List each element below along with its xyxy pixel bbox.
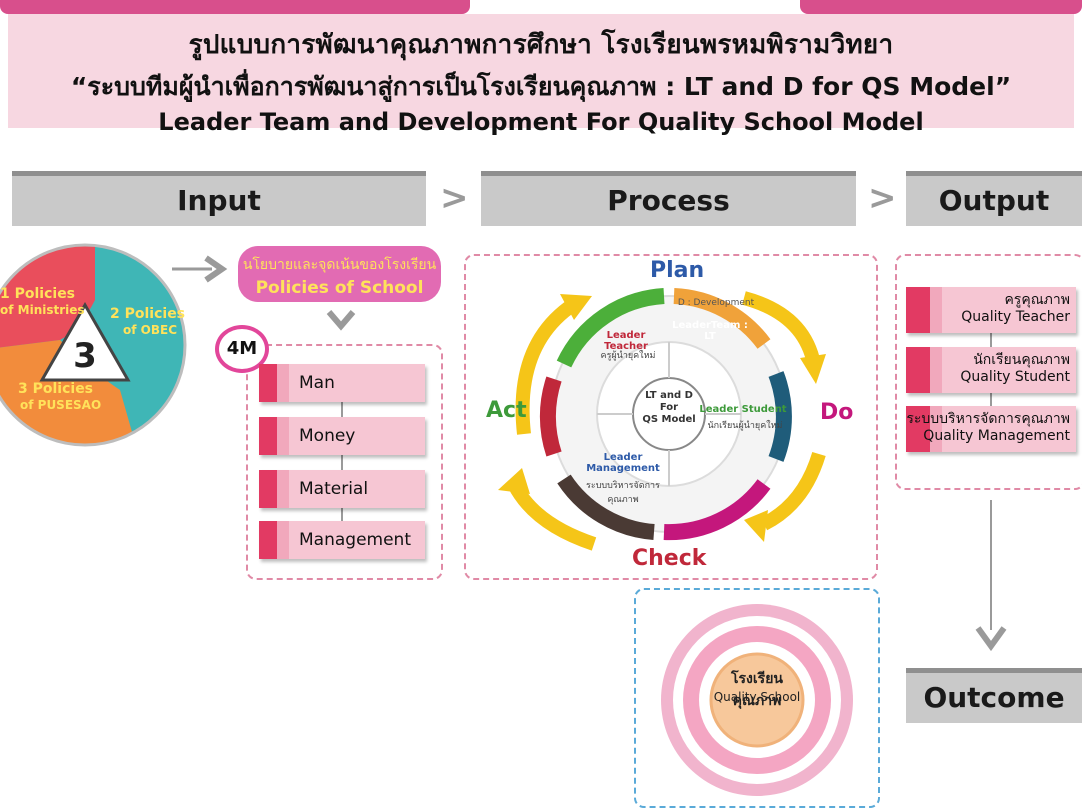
title-line-3: Leader Team and Development For Quality … (158, 108, 924, 136)
act-label: Act (486, 398, 527, 423)
four-m-box (246, 344, 443, 580)
chevron-right-icon: > (868, 178, 897, 218)
four-m-item-label: Management (299, 530, 411, 550)
school-policy-pill: นโยบายและจุดเน้นของโรงเรียน Policies of … (238, 246, 441, 302)
title-line-2: “ระบบทีมผู้นำเพื่อการพัฒนาสู่การเป็นโรงเ… (70, 72, 1012, 101)
pdca-cycle-diagram (498, 288, 826, 551)
school-policy-english: Policies of School (255, 278, 424, 298)
check-label: Check (632, 546, 707, 571)
leader-student-thai: นักเรียนผู้นำยุคใหม่ (707, 421, 783, 431)
center-line: LT and D (645, 390, 693, 401)
output-item-english: Quality Student (960, 369, 1070, 385)
header-accent-right (800, 0, 1082, 14)
output-item: นักเรียนคุณภาพ Quality Student (906, 347, 1076, 393)
four-m-item: Money (259, 417, 425, 455)
outcome-thai: โรงเรียนคุณภาพ (731, 671, 783, 709)
output-item-english: Quality Teacher (961, 309, 1070, 325)
center-line: QS Model (642, 414, 696, 425)
input-banner: Input (12, 171, 426, 226)
leader-teacher-label: Leader Teacher (604, 330, 648, 352)
header-accent-left (0, 0, 470, 14)
chevron-down-icon (975, 626, 1007, 652)
leader-student-label: Leader Student (699, 404, 787, 415)
policy-3-sub: of PUSESAO (20, 398, 101, 412)
policy-2-title: 2 Policies (110, 306, 185, 322)
outcome-connector (990, 500, 992, 630)
do-label: Do (820, 400, 854, 425)
outcome-english: Quality School (713, 690, 801, 704)
quality-school-rings (661, 604, 853, 796)
title-line-1: รูปแบบการพัฒนาคุณภาพการศึกษา โรงเรียนพรห… (188, 30, 894, 60)
chevron-down-icon (326, 310, 356, 331)
four-m-item: Man (259, 364, 425, 402)
output-item: ครูคุณภาพ Quality Teacher (906, 287, 1076, 333)
policy-1-sub: of Ministries (0, 303, 85, 317)
process-banner: Process (481, 171, 856, 226)
arrow-right-icon (172, 255, 228, 283)
outcome-box (634, 588, 880, 808)
plan-label: Plan (650, 258, 705, 283)
title-box: รูปแบบการพัฒนาคุณภาพการศึกษา โรงเรียนพรห… (8, 14, 1074, 136)
school-policy-thai: นโยบายและจุดเน้นของโรงเรียน (242, 257, 437, 273)
output-item: ระบบบริหารจัดการคุณภาพ Quality Managemen… (906, 406, 1076, 452)
four-m-item: Material (259, 470, 425, 508)
leader-management-thai: ระบบบริหารจัดการคุณภาพ (586, 481, 660, 505)
output-banner: Output (906, 171, 1082, 226)
four-m-item-label: Money (299, 426, 356, 446)
leader-management-label: Leader Management (586, 452, 660, 474)
development-label: D : Development (677, 298, 755, 308)
process-box (464, 254, 878, 580)
four-m-item-label: Man (299, 373, 335, 393)
outcome-banner: Outcome (906, 668, 1082, 723)
policies-puzzle-circle: 3 1 Policies of Ministries 2 Policies of… (0, 243, 187, 447)
leader-teacher-thai: ครูผู้นำยุคใหม่ (600, 351, 656, 361)
output-item-thai: นักเรียนคุณภาพ (973, 352, 1070, 368)
leaderteam-label: LeaderTeam : LT (672, 320, 748, 342)
four-m-item-label: Material (299, 479, 369, 499)
cycle-center-text: LT and D For QS Model (636, 390, 702, 426)
four-m-item: Management (259, 521, 425, 559)
policy-3-title: 3 Policies (18, 381, 93, 397)
policy-1-title: 1 Policies (0, 286, 75, 302)
output-item-english: Quality Management (923, 428, 1070, 444)
output-box (895, 254, 1082, 490)
output-item-thai: ระบบบริหารจัดการคุณภาพ (906, 411, 1070, 427)
policy-2-sub: of OBEC (123, 323, 177, 337)
center-number: 3 (73, 336, 97, 376)
four-m-connector (341, 380, 343, 550)
output-item-thai: ครูคุณภาพ (1004, 292, 1070, 308)
center-line: For (659, 402, 679, 413)
chevron-right-icon: > (440, 178, 469, 218)
